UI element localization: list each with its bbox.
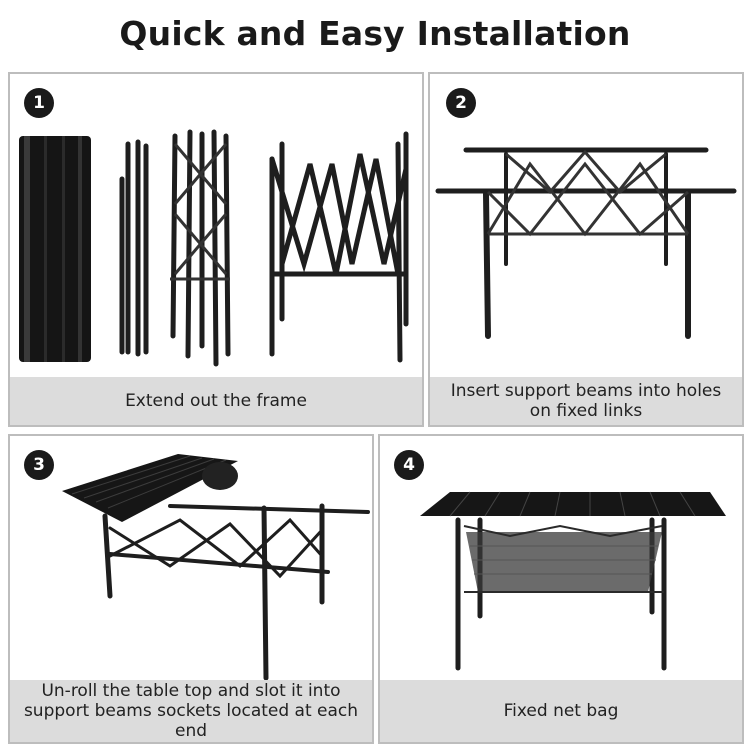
folded-frame-illustration	[19, 129, 409, 367]
page-title: Quick and Easy Installation	[119, 14, 631, 53]
unrolling-top-illustration	[62, 454, 370, 681]
step-3-caption: Un-roll the table top and slot it into s…	[10, 680, 372, 742]
frame-with-beams-illustration	[435, 147, 737, 339]
step-3-panel: 3 Un-roll the table top and slot it into…	[8, 434, 374, 744]
step-1-caption: Extend out the frame	[10, 377, 422, 425]
step-2-panel: 2 Insert support beams into holes on fix…	[428, 72, 744, 427]
step-4-caption: Fixed net bag	[380, 680, 742, 742]
step-4-panel: 4 Fixed net bag	[378, 434, 744, 744]
assembled-table-illustration	[420, 491, 726, 671]
step-1-panel: 1 Extend out the frame	[8, 72, 424, 427]
step-4-badge: 4	[394, 450, 424, 480]
step-2-badge: 2	[446, 88, 476, 118]
step-3-badge: 3	[24, 450, 54, 480]
step-2-caption: Insert support beams into holes on fixed…	[430, 377, 742, 425]
step-1-badge: 1	[24, 88, 54, 118]
